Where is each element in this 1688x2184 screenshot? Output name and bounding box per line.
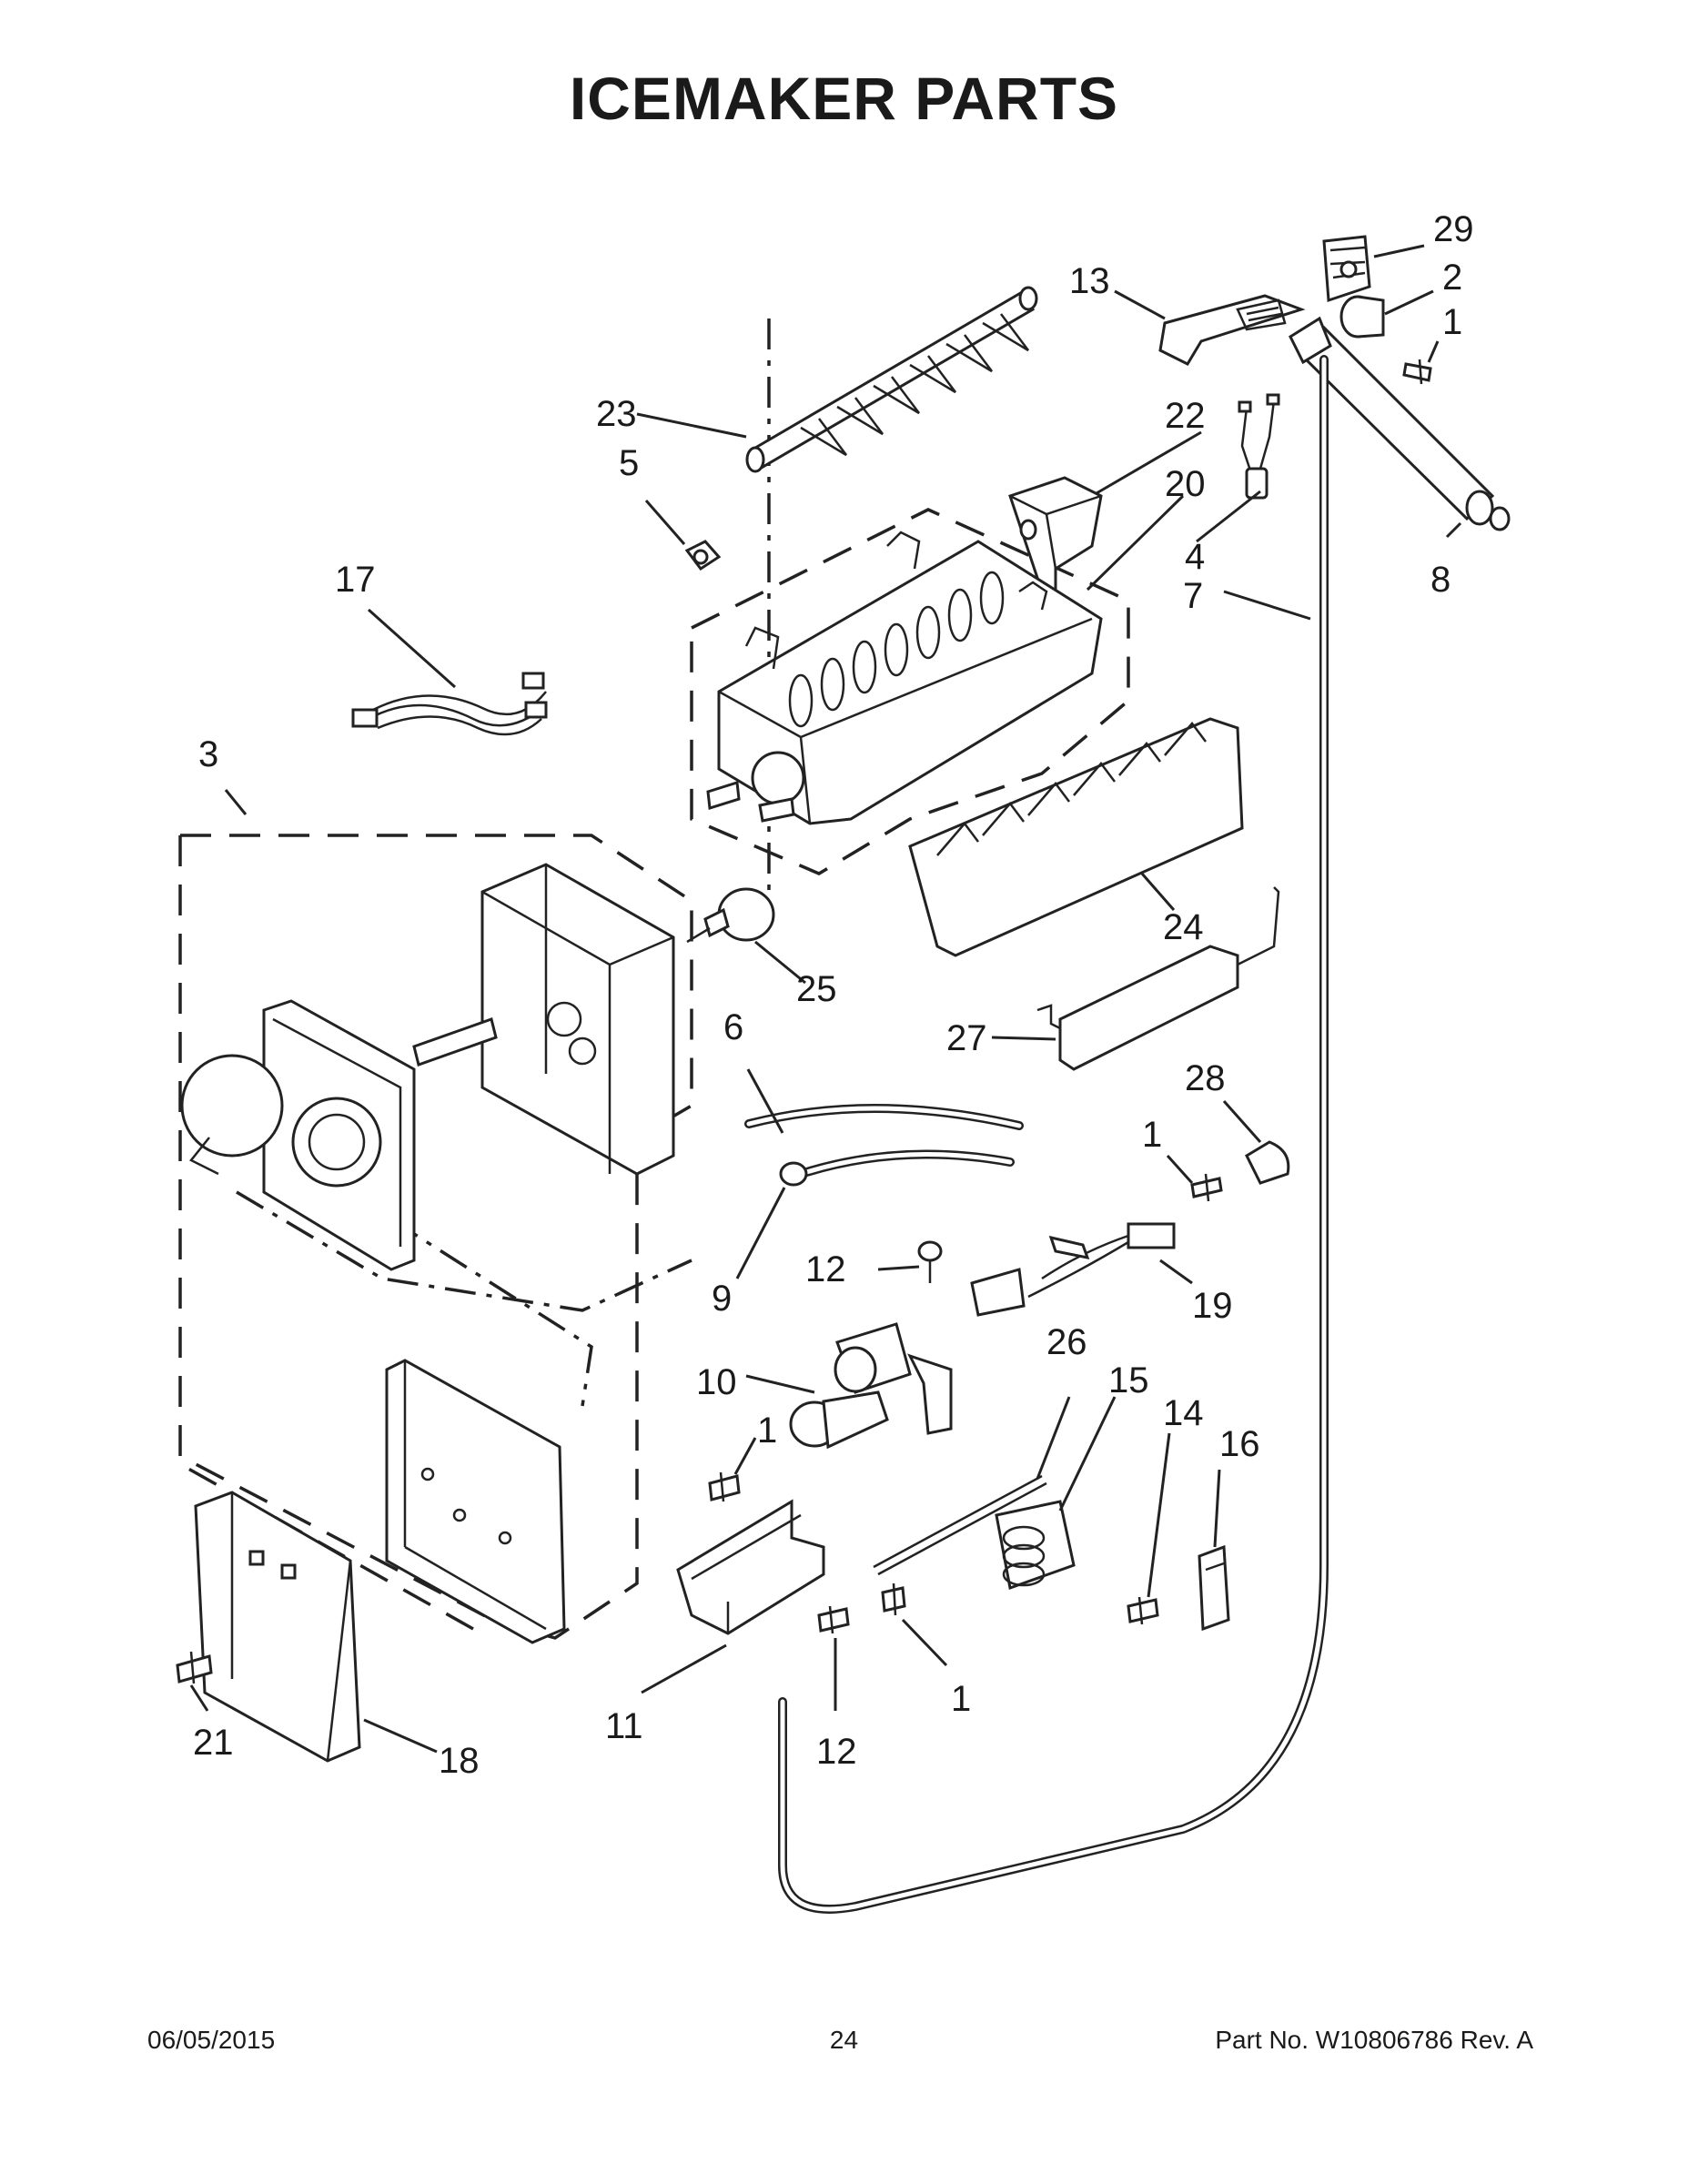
callout-13: 13 xyxy=(1069,261,1110,301)
part-1-screw-top xyxy=(1402,359,1432,385)
part-20-mold-assembly xyxy=(706,531,1103,825)
callouts: 29 2 1 13 23 5 22 20 4 8 7 17 3 25 24 6 … xyxy=(193,209,1474,1781)
part-26-tube xyxy=(873,1474,1047,1576)
part-3-control-module xyxy=(180,863,675,1271)
part-10-water-valve xyxy=(789,1322,953,1450)
leader-lines xyxy=(189,244,1462,1754)
callout-24: 24 xyxy=(1163,907,1204,947)
part-1-screw-tube xyxy=(881,1582,906,1616)
page-title: ICEMAKER PARTS xyxy=(569,65,1119,132)
part-19-harness xyxy=(970,1222,1176,1317)
part-13-shield xyxy=(1158,294,1306,366)
part-5-clip xyxy=(684,540,722,571)
callout-6: 6 xyxy=(723,1007,743,1047)
callout-25: 25 xyxy=(796,969,837,1009)
callout-21: 21 xyxy=(193,1723,234,1763)
callout-26: 26 xyxy=(1046,1322,1087,1362)
part-1-screw-bracket xyxy=(708,1471,741,1502)
callout-27: 27 xyxy=(946,1018,987,1058)
part-12-screw-bottom xyxy=(817,1605,850,1634)
callout-19: 19 xyxy=(1192,1286,1233,1326)
callout-11: 11 xyxy=(605,1706,643,1746)
part-24-stripper xyxy=(908,717,1244,957)
footer-page-number: 24 xyxy=(829,2026,859,2054)
callout-15: 15 xyxy=(1108,1360,1149,1400)
callout-16: 16 xyxy=(1219,1424,1260,1464)
callout-12: 12 xyxy=(816,1732,857,1772)
part-7-water-tube xyxy=(778,355,1329,1914)
part-27-bail-arm xyxy=(1036,886,1280,1071)
callout-22: 22 xyxy=(1165,396,1206,436)
part-6-tube xyxy=(744,1104,1024,1130)
part-11-bracket xyxy=(676,1499,825,1635)
callout-28: 28 xyxy=(1185,1058,1226,1098)
part-23-ejector xyxy=(745,286,1038,473)
callout-8: 8 xyxy=(1430,560,1450,600)
footer-part-number: Part No. W10806786 Rev. A xyxy=(1215,2026,1533,2054)
callout-18: 18 xyxy=(439,1741,480,1781)
callout-29: 29 xyxy=(1433,209,1474,249)
part-14-screw xyxy=(1127,1596,1159,1625)
part-12-screw-top xyxy=(917,1240,943,1283)
icemaker-frame-outline xyxy=(690,508,1130,875)
part-8-fill-tube-heater xyxy=(1289,316,1511,531)
callout-4: 4 xyxy=(1185,537,1205,577)
callout-1: 1 xyxy=(757,1410,777,1451)
callout-10: 10 xyxy=(696,1362,737,1402)
part-4-thermostat xyxy=(1238,393,1280,500)
footer-date: 06/05/2015 xyxy=(147,2026,276,2054)
callout-23: 23 xyxy=(596,394,637,434)
callout-17: 17 xyxy=(335,560,376,600)
part-9-tube xyxy=(779,1149,1015,1187)
callout-7: 7 xyxy=(1183,576,1203,616)
callout-3: 3 xyxy=(198,734,218,774)
callout-2: 2 xyxy=(1442,258,1462,298)
part-18-cover-plate xyxy=(194,1491,361,1763)
part-29-bracket xyxy=(1322,235,1371,303)
callout-1: 1 xyxy=(1142,1115,1162,1155)
part-1-screw-clamp xyxy=(1190,1173,1223,1202)
callout-5: 5 xyxy=(619,443,639,483)
callout-9: 9 xyxy=(712,1279,732,1319)
callout-14: 14 xyxy=(1163,1393,1204,1433)
part-2-bushing xyxy=(1339,295,1385,339)
alignment-lines xyxy=(236,318,771,1407)
part-25-fitting xyxy=(686,887,775,944)
part-16-switch xyxy=(1198,1544,1230,1632)
part-15-heater xyxy=(995,1500,1076,1591)
part-17-wire-harness xyxy=(351,672,548,736)
part-28-clamp xyxy=(1245,1140,1290,1185)
callout-20: 20 xyxy=(1165,464,1206,504)
part-21-screw xyxy=(176,1651,213,1684)
callout-1: 1 xyxy=(951,1679,971,1719)
callout-1: 1 xyxy=(1442,302,1462,342)
callout-12: 12 xyxy=(805,1249,846,1289)
control-board xyxy=(385,1359,566,1644)
